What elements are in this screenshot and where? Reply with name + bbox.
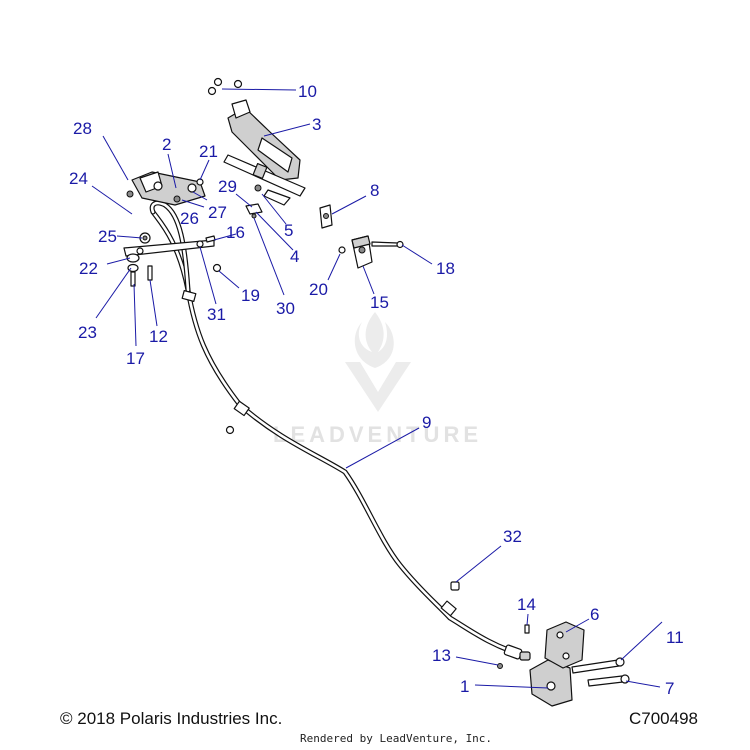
part-17-bolt [130, 271, 136, 287]
part-25-bushing [139, 232, 151, 244]
part-11-bolt [571, 657, 625, 674]
callout-27: 27 [208, 203, 227, 222]
copyright-text: © 2018 Polaris Industries Inc. [60, 709, 283, 728]
callout-10: 10 [298, 82, 317, 101]
watermark: LEADVENTURE [273, 312, 482, 447]
callout-16: 16 [226, 223, 245, 242]
callout-22: 22 [79, 259, 98, 278]
leader-lines [91, 88, 663, 689]
callout-31: 31 [207, 305, 226, 324]
callout-28: 28 [73, 119, 92, 138]
part-19-nut [212, 263, 222, 273]
part-loose-nut [225, 425, 235, 435]
callout-12: 12 [149, 327, 168, 346]
callout-19: 19 [241, 286, 260, 305]
callout-11: 11 [666, 628, 684, 647]
part-12-bolt [147, 265, 153, 281]
part-2-bracket [126, 171, 206, 206]
part-5-lever-shaft [223, 154, 306, 206]
callout-25: 25 [98, 227, 117, 246]
part-30-pin [251, 213, 257, 219]
callout-4: 4 [290, 247, 299, 266]
callout-30: 30 [276, 299, 295, 318]
callout-6: 6 [590, 605, 599, 624]
part-13-pin [497, 663, 503, 669]
part-8-clip [319, 204, 333, 229]
callout-7: 7 [665, 679, 674, 698]
part-6-cam-block [544, 621, 585, 669]
rendered-by-text: Rendered by LeadVenture, Inc. [300, 732, 493, 745]
callout-13: 13 [432, 646, 451, 665]
watermark-flame-icon [354, 312, 394, 368]
callout-26: 26 [180, 209, 199, 228]
part-22-washer [126, 253, 140, 263]
part-20-nut [338, 246, 346, 254]
callout-20: 20 [309, 280, 328, 299]
watermark-chevron-icon [345, 362, 411, 412]
callout-2: 2 [162, 135, 171, 154]
callout-18: 18 [436, 259, 455, 278]
part-3-bracket [227, 99, 301, 181]
part-29-bushing [245, 203, 263, 215]
callout-24: 24 [69, 169, 88, 188]
callout-29: 29 [218, 177, 237, 196]
callout-15: 15 [370, 293, 389, 312]
callout-32: 32 [503, 527, 522, 546]
callout-3: 3 [312, 115, 321, 134]
main-cable [149, 200, 531, 661]
part-7-bolt [587, 674, 630, 687]
callout-1: 1 [460, 677, 469, 696]
callout-23: 23 [78, 323, 97, 342]
callout-8: 8 [370, 181, 379, 200]
part-10-screws [207, 77, 243, 96]
callout-9: 9 [422, 413, 431, 432]
callout-14: 14 [517, 595, 536, 614]
callout-21: 21 [199, 142, 218, 161]
callout-5: 5 [284, 221, 293, 240]
diagram-code: C700498 [628, 709, 698, 728]
part-31-lever-arm [123, 239, 215, 257]
part-32-clip [450, 581, 460, 591]
callout-17: 17 [126, 349, 145, 368]
part-18-bolt [371, 240, 404, 249]
watermark-text: LEADVENTURE [273, 422, 482, 447]
part-14-pin [524, 624, 530, 634]
callout-labels: 10 3 28 2 21 24 29 8 27 26 5 16 25 4 22 … [69, 82, 684, 698]
part-15-pivot [351, 235, 373, 269]
